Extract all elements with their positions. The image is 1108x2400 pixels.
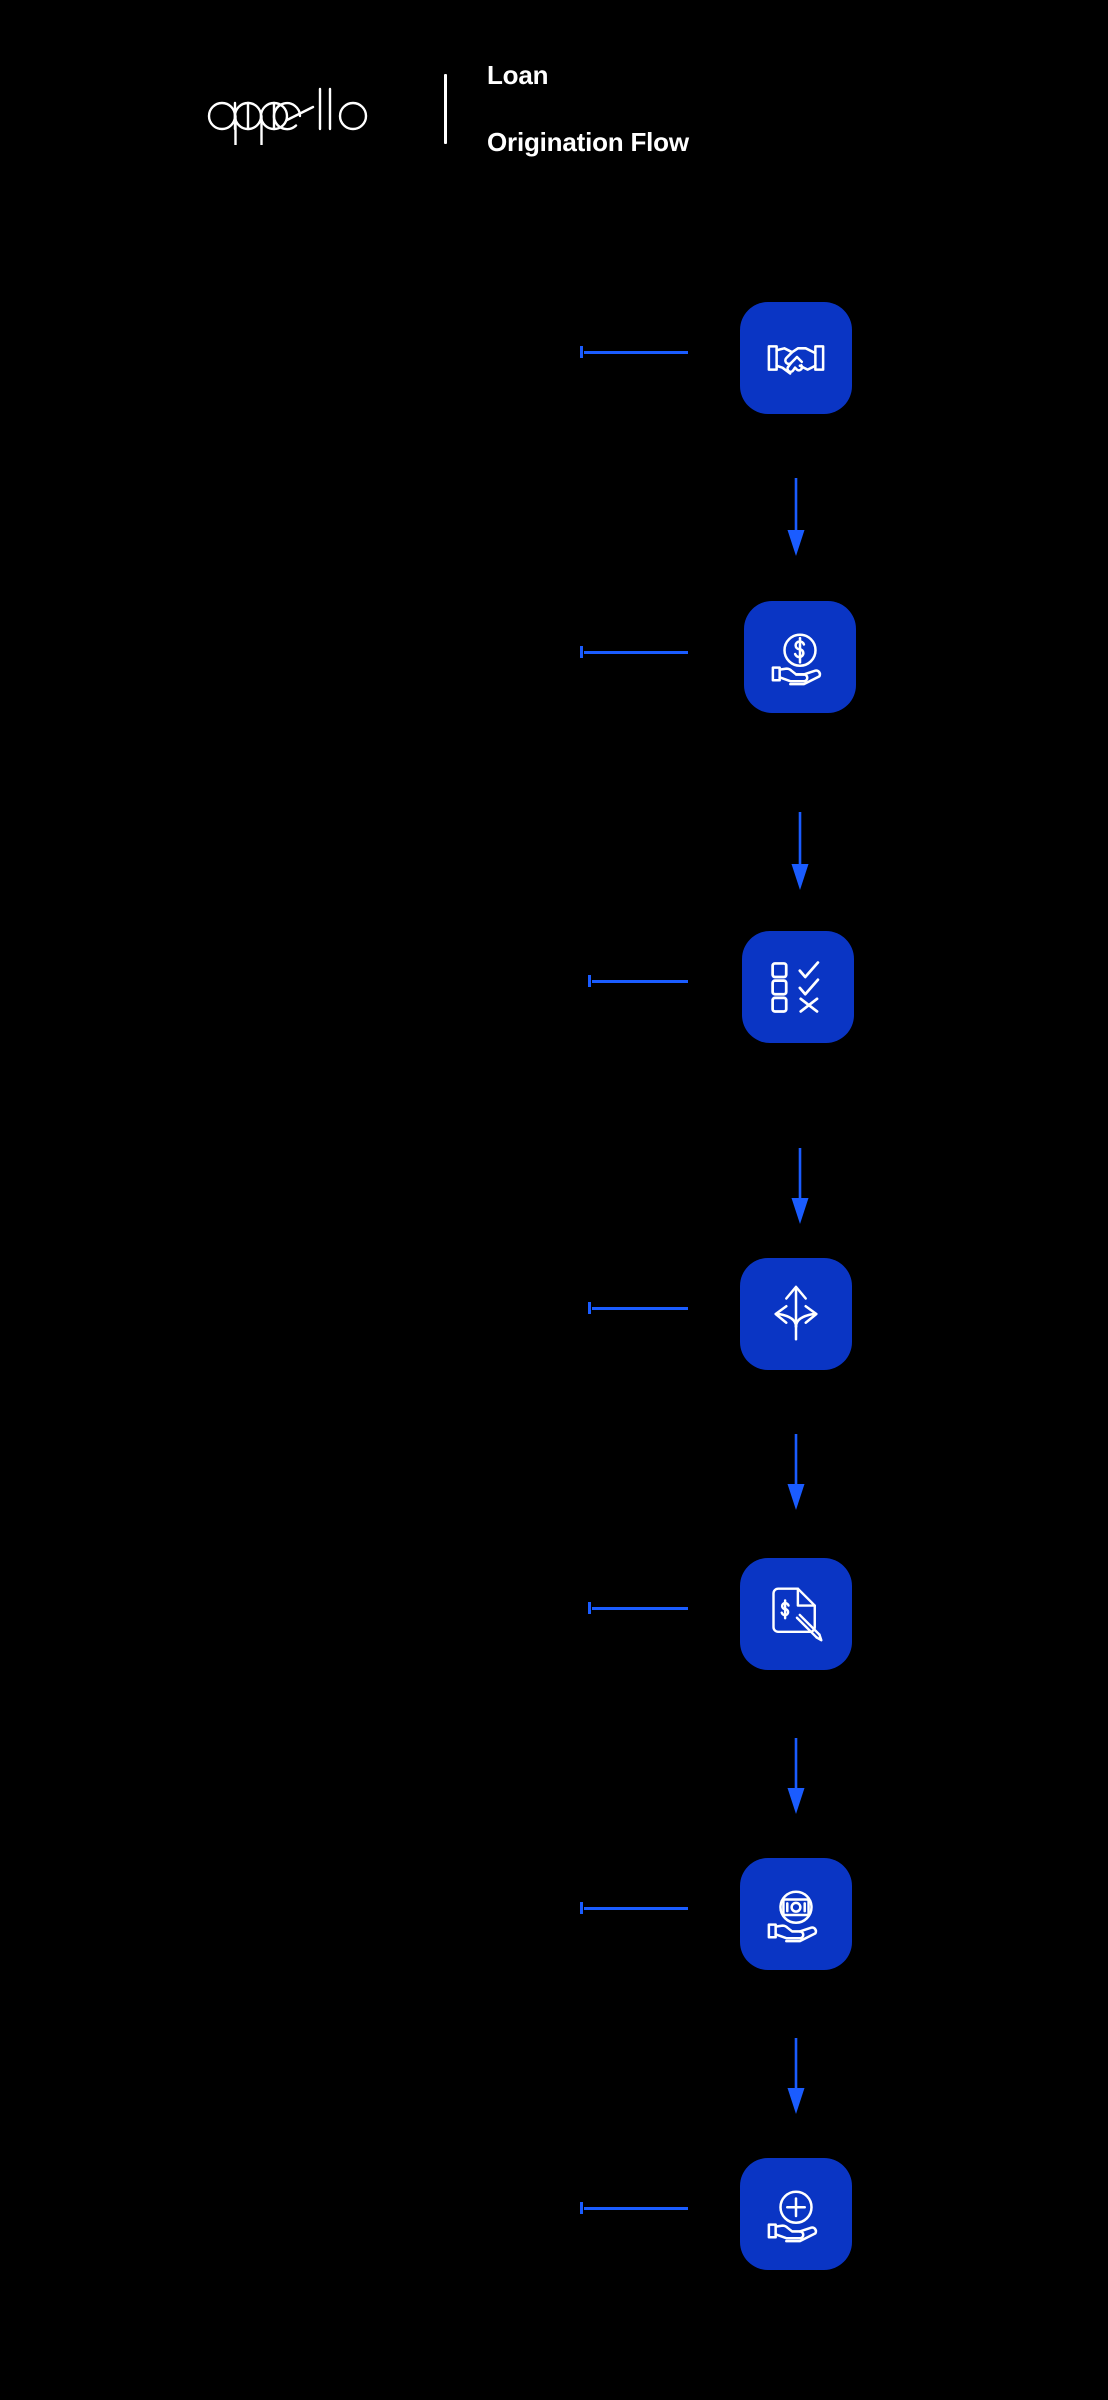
flow-arrow-4 [784,1434,808,1512]
leader-line-4 [588,1302,690,1314]
leader-line-stroke [592,1307,688,1310]
page-title-line-1: Loan [487,60,549,91]
leader-tick-icon [580,2202,583,2214]
flow-node-1[interactable] [740,302,852,414]
leader-line-6 [580,1902,690,1914]
flow-arrow-6 [784,2038,808,2116]
flow-node-4[interactable] [740,1258,852,1370]
page-title-line-2: Origination Flow [487,126,689,157]
hand-holding-plus-icon [765,2183,827,2245]
header-content: Loan Origination Flow [196,26,689,192]
leader-tick-icon [588,1602,591,1614]
leader-line-2 [580,646,690,658]
hand-holding-dollar-coin-icon [769,626,831,688]
leader-tick-icon [588,1302,591,1314]
appello-wordmark-icon [196,73,404,147]
hand-holding-banknote-icon [765,1883,827,1945]
leader-tick-icon [580,646,583,658]
leader-tick-icon [580,1902,583,1914]
leader-line-stroke [592,980,688,983]
page-title: Loan Origination Flow [487,26,689,192]
flow-node-2[interactable] [744,601,856,713]
leader-line-1 [580,346,690,358]
leader-line-5 [588,1602,690,1614]
handshake-icon [765,327,827,389]
leader-line-stroke [584,2207,688,2210]
flow-node-6[interactable] [740,1858,852,1970]
flow-arrow-3 [788,1148,812,1226]
document-dollar-sign-pen-icon [766,1584,826,1644]
page-header: Loan Origination Flow [0,0,1108,160]
flow-node-7[interactable] [740,2158,852,2270]
leader-line-stroke [584,651,688,654]
checklist-approve-reject-icon [769,958,827,1016]
leader-line-stroke [584,1907,688,1910]
branching-arrows-icon [765,1283,827,1345]
header-divider [444,74,447,145]
leader-tick-icon [580,346,583,358]
flow-arrow-1 [784,478,808,558]
leader-tick-icon [588,975,591,987]
leader-line-3 [588,975,690,987]
flow-arrow-2 [788,812,812,892]
leader-line-stroke [584,351,688,354]
flow-node-3[interactable] [742,931,854,1043]
leader-line-stroke [592,1607,688,1610]
leader-line-7 [580,2202,690,2214]
flow-node-5[interactable] [740,1558,852,1670]
flow-arrow-5 [784,1738,808,1816]
